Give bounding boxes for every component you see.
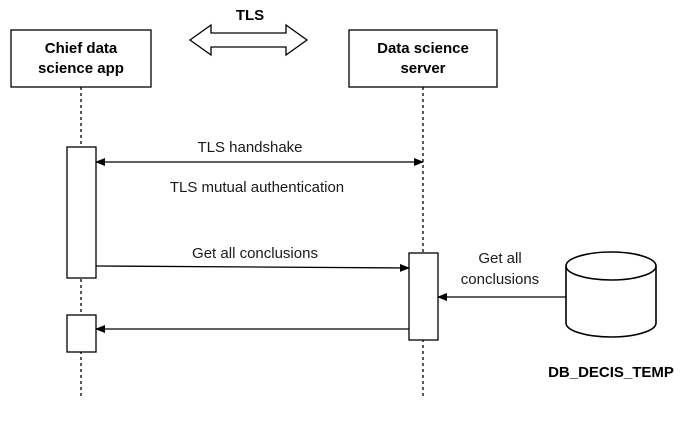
message-db-query-line1: Get all <box>478 250 521 267</box>
tls-double-arrow <box>188 23 309 57</box>
activation-bar-server <box>408 252 439 341</box>
participant-name-line1: Data science <box>377 40 469 57</box>
participant-box <box>10 29 152 88</box>
message-mutual-auth: TLS mutual authentication <box>170 179 344 196</box>
participant-name-line2: science app <box>38 60 124 77</box>
database-name: DB_DECIS_TEMP <box>548 364 674 381</box>
activation-bar-client-2 <box>66 314 97 353</box>
participant-chief-data-science-app: Chief data science app <box>10 29 152 88</box>
database-cylinder-icon <box>565 251 657 338</box>
message-get-conclusions: Get all conclusions <box>192 245 318 262</box>
participant-name-line1: Chief data <box>45 40 118 57</box>
participant-name-line2: server <box>400 60 445 77</box>
participant-data-science-server: Data science server <box>348 29 498 88</box>
participant-box <box>348 29 498 88</box>
message-db-query-line2: conclusions <box>461 271 539 288</box>
tls-label: TLS <box>236 7 264 24</box>
message-handshake: TLS handshake <box>197 139 302 156</box>
activation-bar-client-1 <box>66 146 97 279</box>
message-arrow-get-conclusions <box>95 263 410 272</box>
